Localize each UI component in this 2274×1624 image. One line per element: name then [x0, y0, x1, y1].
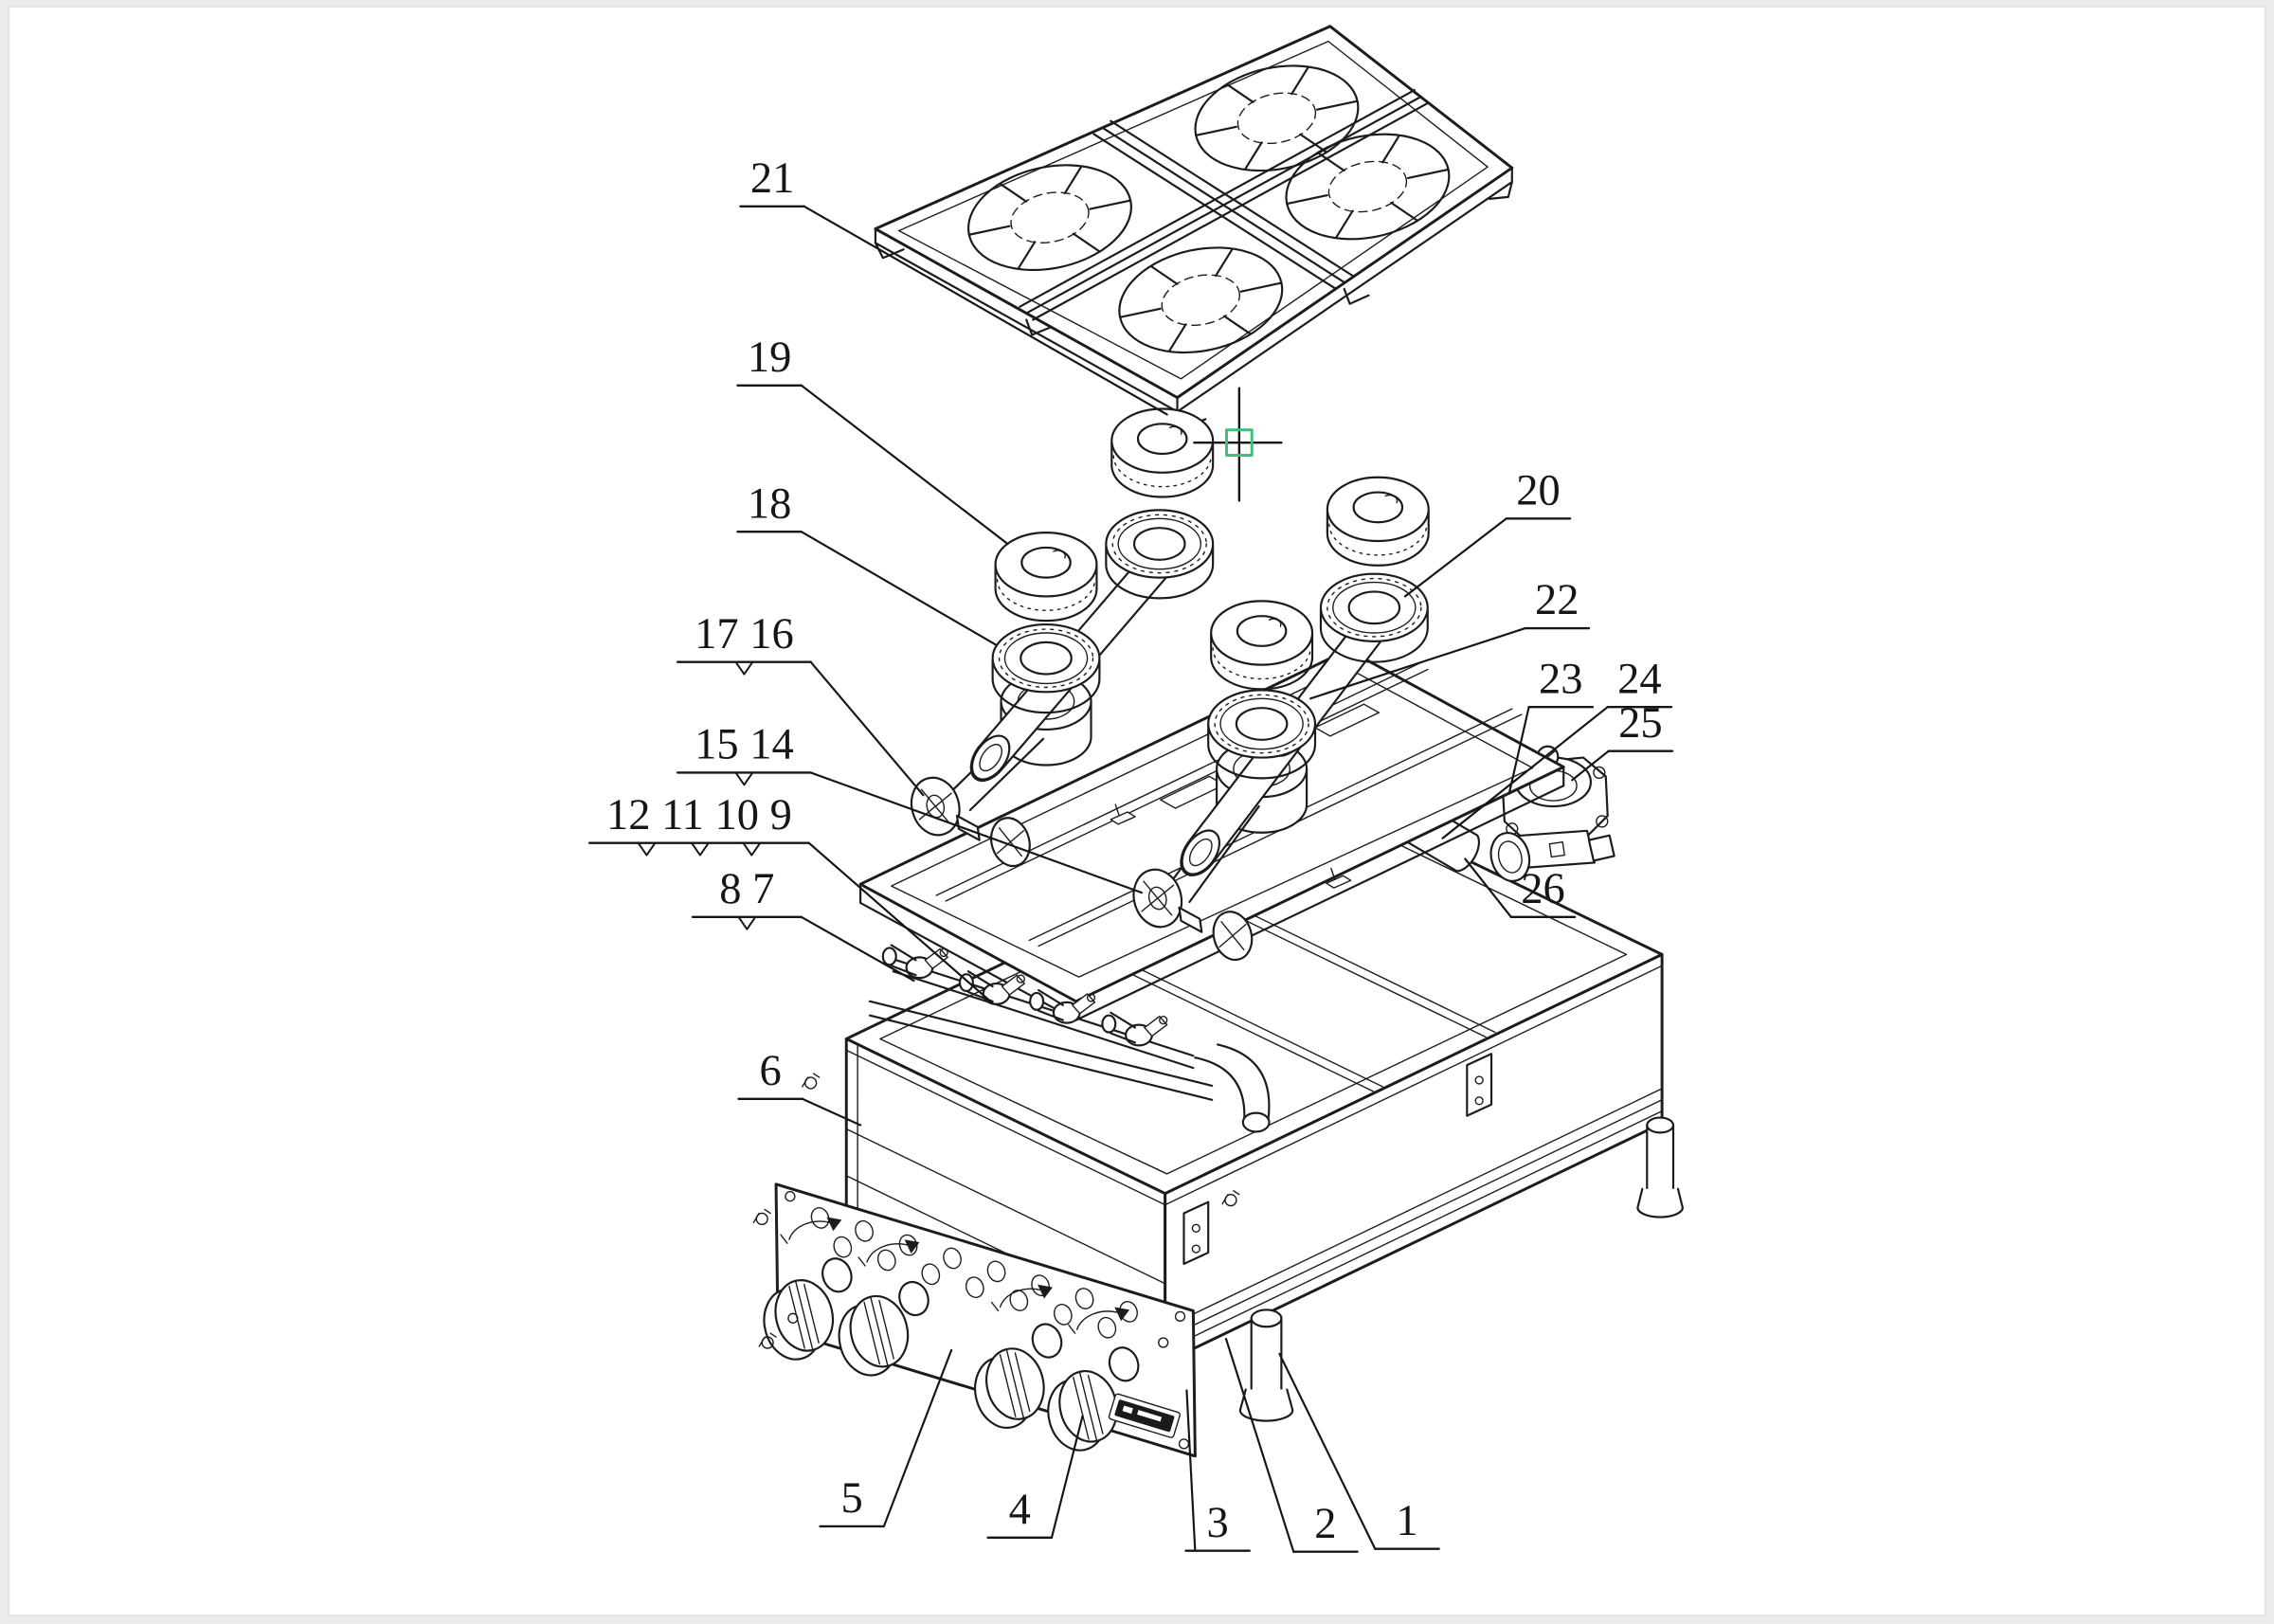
gas-regulator: [1489, 745, 1615, 882]
valve-manifold: [868, 944, 1271, 1133]
knob-rotation-arrow: [857, 1239, 920, 1267]
grate-opening: [1285, 133, 1451, 241]
gas-valve: [958, 970, 1025, 1005]
body-box: [844, 798, 1664, 1364]
part-label-22: 22: [1308, 576, 1591, 700]
part-label-15-14: 15 14: [676, 721, 1144, 894]
screw: [1221, 1190, 1240, 1207]
grate-opening: [1118, 246, 1284, 354]
gas-valve: [1029, 988, 1096, 1024]
knob-rotation-arrow: [1068, 1307, 1130, 1334]
part-label-1: 1: [1278, 1352, 1440, 1550]
part-label-18: 18: [736, 479, 998, 646]
svg-text:3: 3: [1206, 1499, 1228, 1547]
gas-valve: [1101, 1011, 1168, 1047]
screw: [802, 1073, 821, 1090]
svg-text:22: 22: [1535, 576, 1579, 624]
air-shutter-discs-front: [910, 776, 1031, 868]
legs: [1238, 1116, 1684, 1422]
control-panel: [752, 1073, 1240, 1458]
control-knob: [974, 1347, 1045, 1429]
cursor-pickbox: [1225, 428, 1254, 457]
grate-opening: [1194, 64, 1360, 172]
burner-caps: [994, 407, 1430, 691]
part-label-2: 2: [1224, 1337, 1359, 1553]
svg-text:19: 19: [748, 334, 792, 382]
burner-heads: [991, 509, 1429, 780]
brand-badge: [1108, 1393, 1181, 1438]
svg-text:5: 5: [841, 1474, 863, 1523]
grate-opening: [966, 164, 1132, 272]
part-label-17-16: 17 16: [676, 610, 925, 797]
cad-cursor: [1193, 387, 1283, 502]
control-knob: [763, 1279, 835, 1361]
knob-rotation-arrow: [990, 1284, 1053, 1312]
part-label-23: 23: [1507, 655, 1595, 795]
svg-text:17 16: 17 16: [695, 610, 794, 659]
part-label-6: 6: [737, 1047, 862, 1127]
part-label-19: 19: [736, 334, 1009, 546]
part-label-25: 25: [1571, 699, 1674, 782]
part-label-24: 24: [1441, 655, 1673, 839]
svg-text:21: 21: [750, 154, 795, 203]
svg-text:15 14: 15 14: [695, 721, 794, 769]
svg-text:6: 6: [759, 1047, 781, 1095]
air-shutter-discs-rear: [1132, 868, 1254, 962]
part-label-26: 26: [1464, 857, 1577, 919]
part-label-12-11-10-9: 12 11 10 9: [587, 791, 994, 1004]
svg-text:18: 18: [748, 479, 792, 528]
knob-rotation-arrow: [780, 1217, 842, 1244]
svg-text:4: 4: [1009, 1486, 1031, 1534]
svg-text:20: 20: [1516, 466, 1561, 514]
part-label-4: 4: [986, 1415, 1084, 1540]
svg-text:24: 24: [1617, 655, 1662, 703]
front-leg: [1238, 1308, 1294, 1422]
part-label-21: 21: [739, 154, 1168, 416]
part-label-3: 3: [1184, 1389, 1251, 1552]
svg-text:26: 26: [1521, 865, 1565, 913]
part-label-5: 5: [819, 1348, 953, 1528]
part-label-8-7: 8 7: [691, 865, 915, 983]
panel-holes: [810, 1207, 1138, 1339]
screw: [758, 1332, 777, 1349]
control-knob: [1047, 1370, 1118, 1452]
svg-text:25: 25: [1618, 699, 1663, 748]
svg-text:1: 1: [1396, 1497, 1417, 1545]
svg-text:12 11 10 9: 12 11 10 9: [606, 791, 792, 839]
part-label-20: 20: [1403, 466, 1572, 598]
pan-support-grate: [874, 25, 1514, 430]
right-leg: [1636, 1116, 1684, 1218]
gas-valve: [881, 944, 948, 980]
svg-text:2: 2: [1314, 1500, 1336, 1548]
control-knob: [838, 1294, 910, 1377]
svg-text:8 7: 8 7: [719, 865, 774, 913]
svg-text:23: 23: [1539, 655, 1583, 703]
screw: [752, 1208, 771, 1226]
